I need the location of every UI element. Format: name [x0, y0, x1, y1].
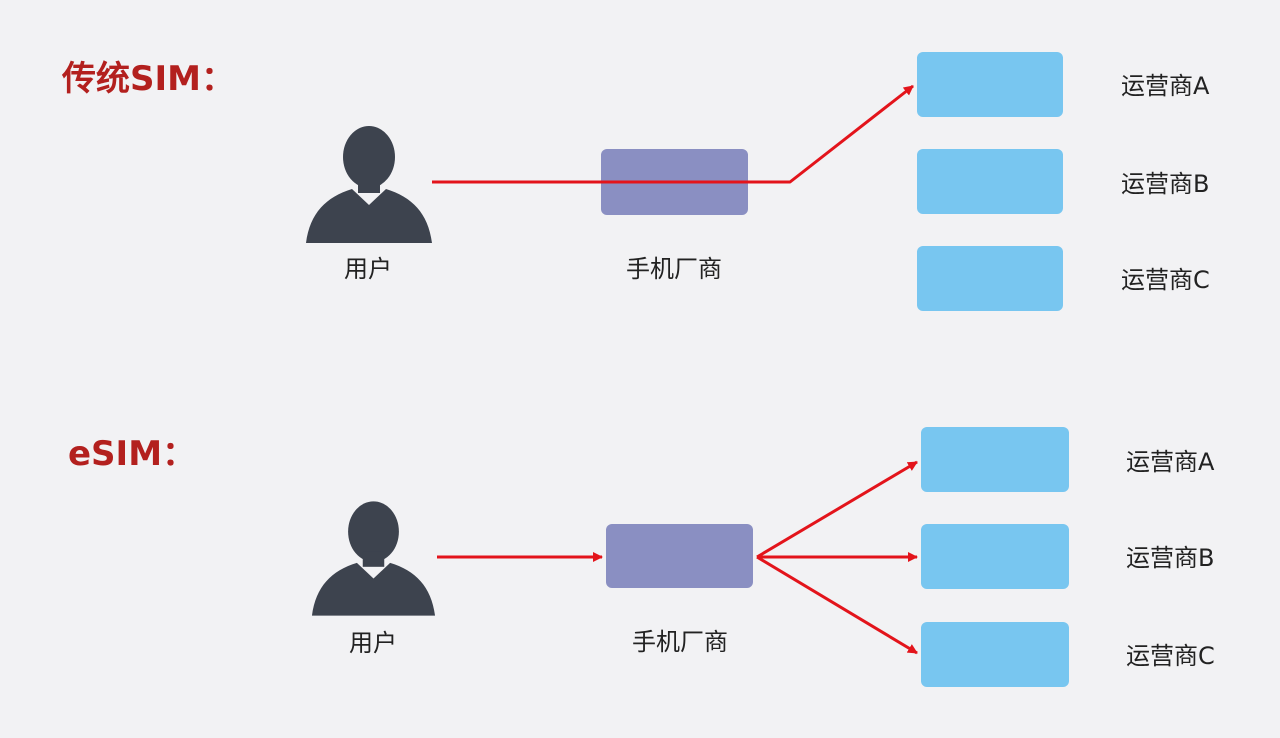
traditional-carriers: 运营商A 运营商B 运营商C	[917, 52, 1210, 311]
esim-manufacturer-node: 手机厂商	[606, 524, 753, 656]
esim-section: eSIM： 用户 手机厂商 运营商A 运营商B 运营商C	[68, 427, 1215, 687]
manufacturer-label: 手机厂商	[632, 628, 728, 656]
manufacturer-label: 手机厂商	[626, 255, 722, 283]
carrier-box-b	[921, 524, 1069, 589]
carrier-box-c	[917, 246, 1063, 311]
carrier-label-c: 运营商C	[1121, 266, 1210, 294]
carrier-box-a	[921, 427, 1069, 492]
esim-carriers: 运营商A 运营商B 运营商C	[921, 427, 1215, 687]
carrier-box-b	[917, 149, 1063, 214]
locked-path-arrow	[432, 84, 914, 184]
manufacturer-to-carrier-c-arrow	[756, 555, 918, 655]
carrier-label-a: 运营商A	[1126, 448, 1215, 476]
esim-user-node: 用户	[311, 501, 436, 657]
user-label: 用户	[349, 629, 397, 657]
carrier-label-a: 运营商A	[1121, 72, 1210, 100]
user-icon	[306, 126, 432, 243]
manufacturer-to-carrier-a-arrow	[756, 460, 918, 559]
section-title-traditional-sim: 传统SIM：	[61, 59, 235, 99]
carrier-box-a	[917, 52, 1063, 117]
user-icon	[311, 501, 436, 616]
traditional-manufacturer-node: 手机厂商	[601, 149, 748, 283]
manufacturer-box	[606, 524, 753, 588]
carrier-box-c	[921, 622, 1069, 687]
traditional-sim-section: 传统SIM： 用户 手机厂商 运营商A 运营商B 运营商C	[61, 52, 1210, 311]
traditional-user-node: 用户	[306, 126, 432, 283]
user-label: 用户	[344, 255, 392, 283]
carrier-label-b: 运营商B	[1126, 544, 1214, 572]
carrier-label-b: 运营商B	[1121, 170, 1209, 198]
section-title-esim: eSIM：	[68, 434, 196, 474]
carrier-label-c: 运营商C	[1126, 642, 1215, 670]
